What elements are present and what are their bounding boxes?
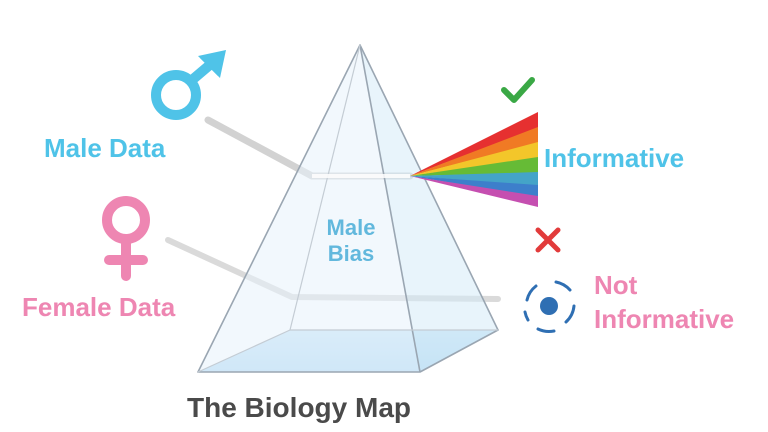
cross-icon (535, 227, 561, 253)
male-data-label: Male Data (44, 133, 166, 163)
scattered-dot-icon (523, 280, 576, 333)
not-informative-line2: Informative (594, 304, 735, 334)
prism-label: Male Bias (311, 215, 391, 267)
not-informative-label: Not Informative (594, 268, 734, 336)
prism-label-line2: Bias (327, 241, 375, 266)
prism-pyramid (197, 44, 499, 373)
diagram-caption: The Biology Map (187, 392, 411, 423)
check-icon (501, 77, 535, 103)
not-informative-line1: Not (594, 270, 638, 300)
informative-label: Informative (544, 143, 685, 173)
prism-label-line1: Male (326, 215, 376, 240)
female-symbol-icon (102, 196, 150, 281)
male-symbol-icon (151, 50, 226, 120)
female-data-label: Female Data (22, 292, 176, 322)
rainbow-spectrum (410, 112, 538, 207)
